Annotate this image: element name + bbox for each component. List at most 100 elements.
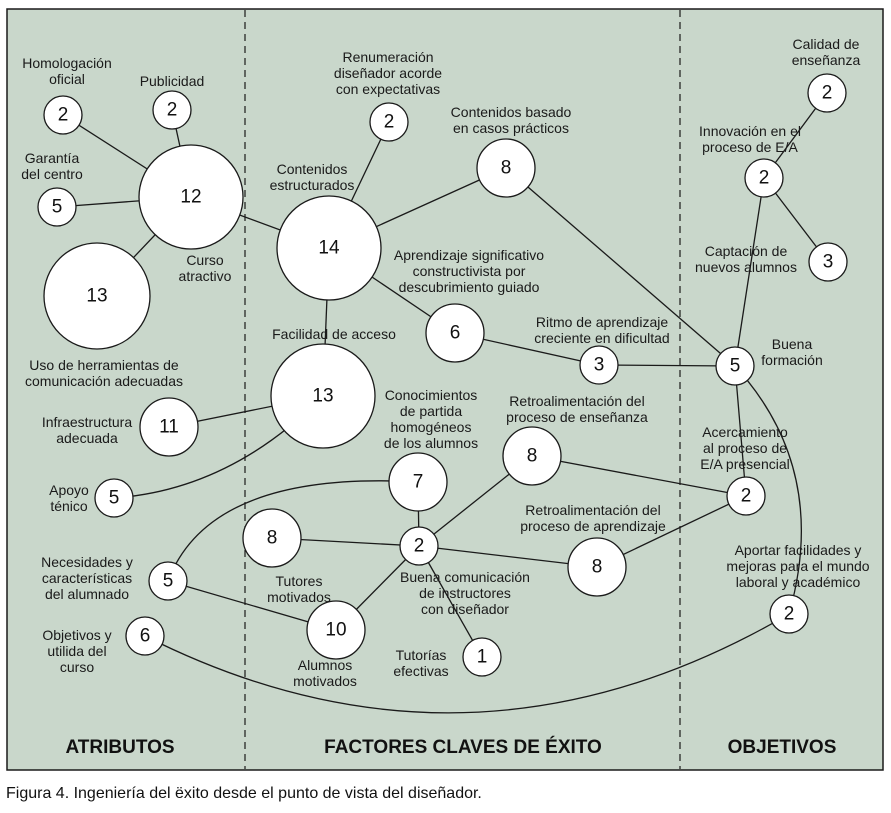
- node-label-line: Conocimientos: [385, 387, 478, 403]
- edge-buena-comunicacion-to-tutorias: [418, 545, 483, 658]
- node-label-line: homogéneos: [391, 419, 472, 435]
- node-circle: [388, 452, 448, 512]
- node-contenidos-casos: 8: [476, 138, 536, 198]
- node-circle: [37, 187, 77, 227]
- node-label-line: formación: [761, 352, 822, 368]
- node-circle: [94, 478, 134, 518]
- node-value: 2: [414, 536, 425, 557]
- node-label-line: de instructores: [419, 585, 511, 601]
- node-label-line: Aportar facilidades y: [735, 542, 862, 558]
- node-label-line: Tutorías: [396, 647, 447, 663]
- edge-contenidos-casos-to-buena-formacion: [505, 167, 736, 367]
- node-circle: [139, 397, 199, 457]
- node-renumeracion: 2: [369, 102, 409, 142]
- node-circle: [462, 637, 502, 677]
- node-label-line: Tutores: [276, 573, 323, 589]
- node-homologacion: 2: [43, 95, 83, 135]
- node-label-line: oficial: [49, 71, 85, 87]
- node-value: 3: [823, 252, 834, 273]
- node-circle: [138, 144, 244, 250]
- edge-retro-ensenanza-to-acercamiento: [531, 455, 747, 497]
- node-value: 10: [325, 620, 346, 641]
- node-circle: [726, 476, 766, 516]
- node-circle: [567, 537, 627, 597]
- node-circle: [807, 73, 847, 113]
- node-garantia: 5: [37, 187, 77, 227]
- node-value: 13: [86, 286, 107, 307]
- node-label-line: E/A presencial: [700, 456, 790, 472]
- node-label-line: adecuada: [56, 430, 118, 446]
- node-value: 2: [822, 83, 833, 104]
- node-value: 8: [267, 528, 278, 549]
- node-circle: [152, 90, 192, 130]
- node-circle: [476, 138, 536, 198]
- section-title-objetivos: OBJETIVOS: [728, 737, 837, 758]
- node-label-line: proceso de E/A: [702, 139, 798, 155]
- node-label-line: Contenidos basado: [451, 104, 572, 120]
- node-label-line: ténico: [50, 498, 88, 514]
- node-label-line: motivados: [293, 673, 357, 689]
- node-label-line: del alumnado: [45, 586, 129, 602]
- node-value: 8: [592, 557, 603, 578]
- node-label-line: Retroalimentación del: [509, 393, 644, 409]
- node-label-line: Calidad de: [793, 36, 860, 52]
- node-alumnos: 10: [306, 600, 366, 660]
- edge-buena-formacion-to-acercamiento: [734, 365, 747, 497]
- node-aprendizaje-significativo: 6: [425, 303, 485, 363]
- node-label-line: enseñanza: [792, 52, 861, 68]
- node-circle: [425, 303, 485, 363]
- node-value: 2: [741, 486, 752, 507]
- node-label-line: Acercamiento: [702, 424, 788, 440]
- edge-ritmo-to-buena-formacion: [598, 364, 736, 367]
- node-label-line: Ritmo de aprendizaje: [536, 314, 669, 330]
- node-infraestructura: 11: [139, 397, 199, 457]
- edge-buena-formacion-to-aportar: [734, 365, 803, 615]
- edge-necesidades-to-conocimientos: [167, 480, 419, 582]
- node-contenidos-estructurados: 14: [276, 195, 382, 301]
- node-label-line: estructurados: [270, 177, 355, 193]
- node-value: 6: [450, 323, 461, 344]
- node-label-line: atractivo: [179, 268, 232, 284]
- node-label-line: Buena comunicación: [400, 569, 530, 585]
- node-tutorias: 1: [462, 637, 502, 677]
- node-circle: [744, 158, 784, 198]
- node-label-line: Contenidos: [277, 161, 348, 177]
- node-label-publicidad: Publicidad: [140, 73, 205, 89]
- section-title-atributos: ATRIBUTOS: [65, 737, 174, 758]
- node-label-line: proceso de aprendizaje: [520, 518, 666, 534]
- node-label-line: constructivista por: [413, 263, 526, 279]
- node-value: 5: [163, 571, 174, 592]
- node-circle: [808, 242, 848, 282]
- node-value: 2: [759, 168, 770, 189]
- node-label-line: nuevos alumnos: [695, 259, 797, 275]
- node-label-line: descubrimiento guiado: [399, 279, 540, 295]
- node-circle: [369, 102, 409, 142]
- node-value: 2: [384, 112, 395, 133]
- node-value: 2: [58, 105, 69, 126]
- node-facilidad-acceso: 13: [270, 343, 376, 449]
- node-captacion: 3: [808, 242, 848, 282]
- node-value: 11: [159, 417, 179, 438]
- node-necesidades: 5: [148, 561, 188, 601]
- node-label-line: creciente en dificultad: [534, 330, 669, 346]
- node-retro-ensenanza: 8: [502, 426, 562, 486]
- node-label-line: de partida: [400, 403, 462, 419]
- node-value: 1: [477, 647, 488, 668]
- node-label-line: curso: [60, 659, 94, 675]
- node-value: 8: [527, 446, 538, 467]
- node-circle: [579, 345, 619, 385]
